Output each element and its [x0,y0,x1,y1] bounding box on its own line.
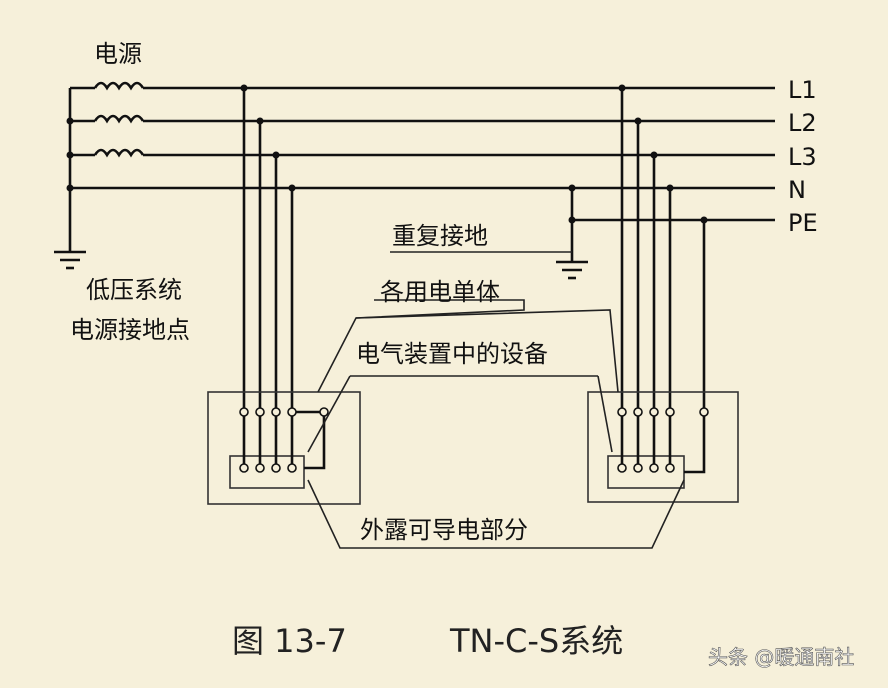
low-voltage-ground-label-1: 低压系统 [86,276,182,304]
right-equipment-enclosure [587,391,739,503]
repeat-ground-icon [556,260,588,280]
figure-number: 图 13-7 [232,622,347,660]
installation-equipment-label: 电气装置中的设备 [356,340,548,368]
single-appliance-label: 各用电单体 [380,278,500,306]
repeat-ground [390,184,588,280]
bus-lines [70,86,775,222]
left-equipment-enclosure [207,391,361,505]
power-source [54,81,145,270]
repeat-ground-label: 重复接地 [392,222,488,250]
label-l3: L3 [788,143,817,171]
label-l1: L1 [788,76,817,104]
source-ground-icon [54,250,86,270]
coil-l1 [93,81,145,91]
right-equipment [587,84,739,503]
coil-l3 [93,148,145,158]
left-terminal-block [229,455,305,489]
exposed-parts-label: 外露可导电部分 [360,516,528,544]
callout-leaders [307,299,685,549]
figure-title: TN-C-S系统 [449,622,623,660]
leader-exposed-parts [307,479,685,549]
left-equipment [207,84,361,505]
label-l2: L2 [788,109,817,137]
source-label: 电源 [94,40,142,68]
label-pe: PE [788,209,818,237]
watermark: 头条 @暖通南社 [708,645,854,669]
coil-l2 [93,114,145,124]
low-voltage-ground-label-2: 电源接地点 [70,316,190,344]
label-n: N [788,176,806,204]
leader-single-appliance [317,299,525,393]
